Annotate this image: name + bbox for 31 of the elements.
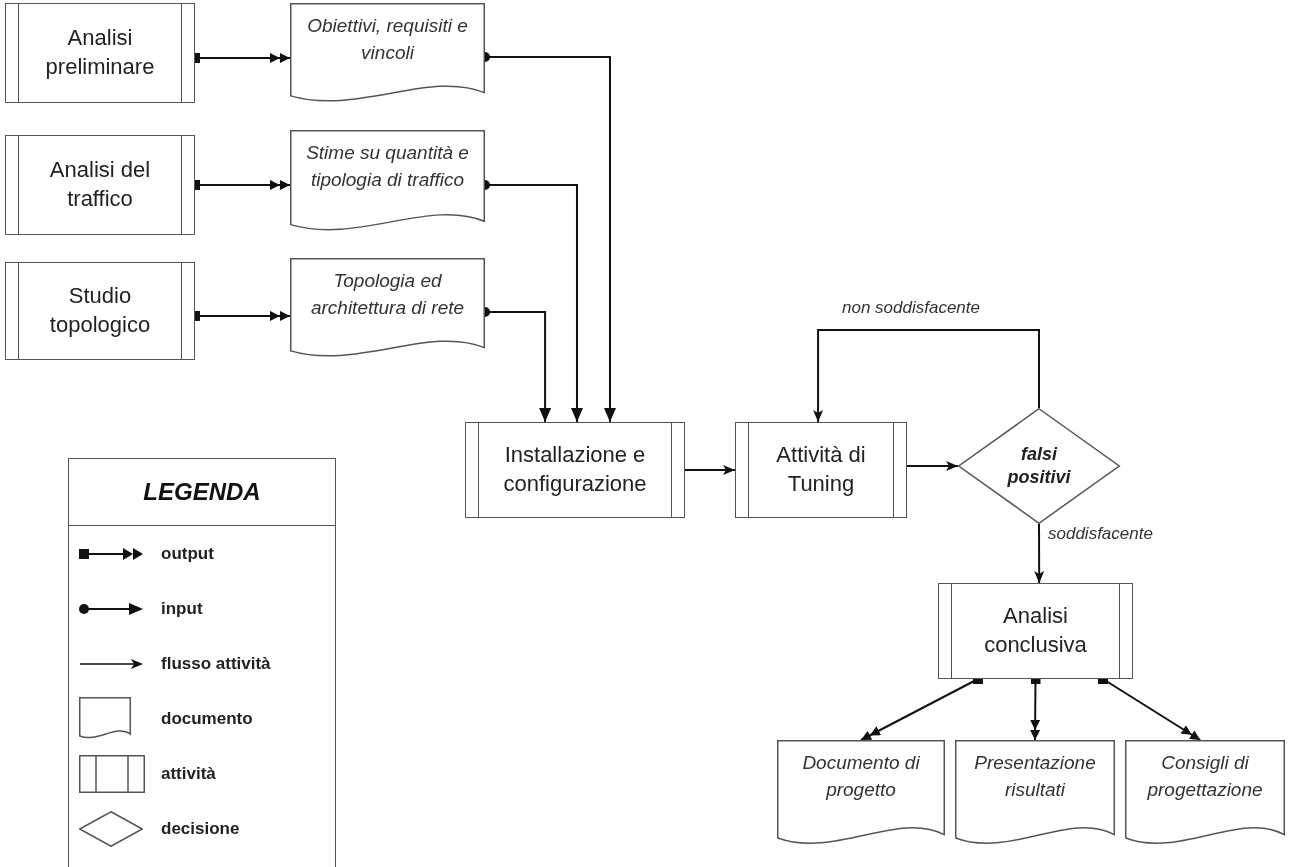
legend-label: input [161, 598, 203, 619]
document-label: Consigli di progettazione [1146, 751, 1264, 802]
arrow [684, 465, 736, 475]
legend-label: attività [161, 763, 216, 784]
document-label: Topologia ed architettura di rete [309, 269, 466, 320]
activity-box [735, 422, 907, 518]
legend-title: LEGENDA [143, 478, 261, 506]
activity-box [5, 262, 195, 360]
document-label: Documento di progetto [801, 751, 921, 802]
document-label: Stime su quantità e tipologia di traffico [305, 141, 470, 192]
document-label: Obiettivi, requisiti e vincoli [306, 14, 469, 65]
activity-label: Installazione e configurazione [502, 441, 648, 498]
legend-label: output [161, 543, 214, 564]
document-label: Presentazione risultati [973, 751, 1097, 802]
decision-diamond [958, 408, 1120, 524]
activity-label: Attività di Tuning [775, 441, 867, 498]
activity-label: Analisi preliminare [44, 24, 156, 81]
activity-box [5, 135, 195, 235]
activity-label: Analisi del traffico [48, 156, 152, 213]
legend-label: decisione [161, 818, 240, 839]
activity-box [5, 3, 195, 103]
legend-label: documento [161, 708, 253, 729]
arrow [813, 329, 1040, 423]
legend-label: flusso attività [161, 653, 271, 674]
activity-label: Analisi conclusiva [983, 602, 1088, 659]
activity-box [938, 583, 1133, 679]
arrow [1034, 523, 1045, 584]
decision-label: falsi positivi [1006, 442, 1072, 489]
activity-label: Studio topologico [48, 282, 152, 339]
arrow [906, 461, 959, 471]
activity-box [465, 422, 685, 518]
